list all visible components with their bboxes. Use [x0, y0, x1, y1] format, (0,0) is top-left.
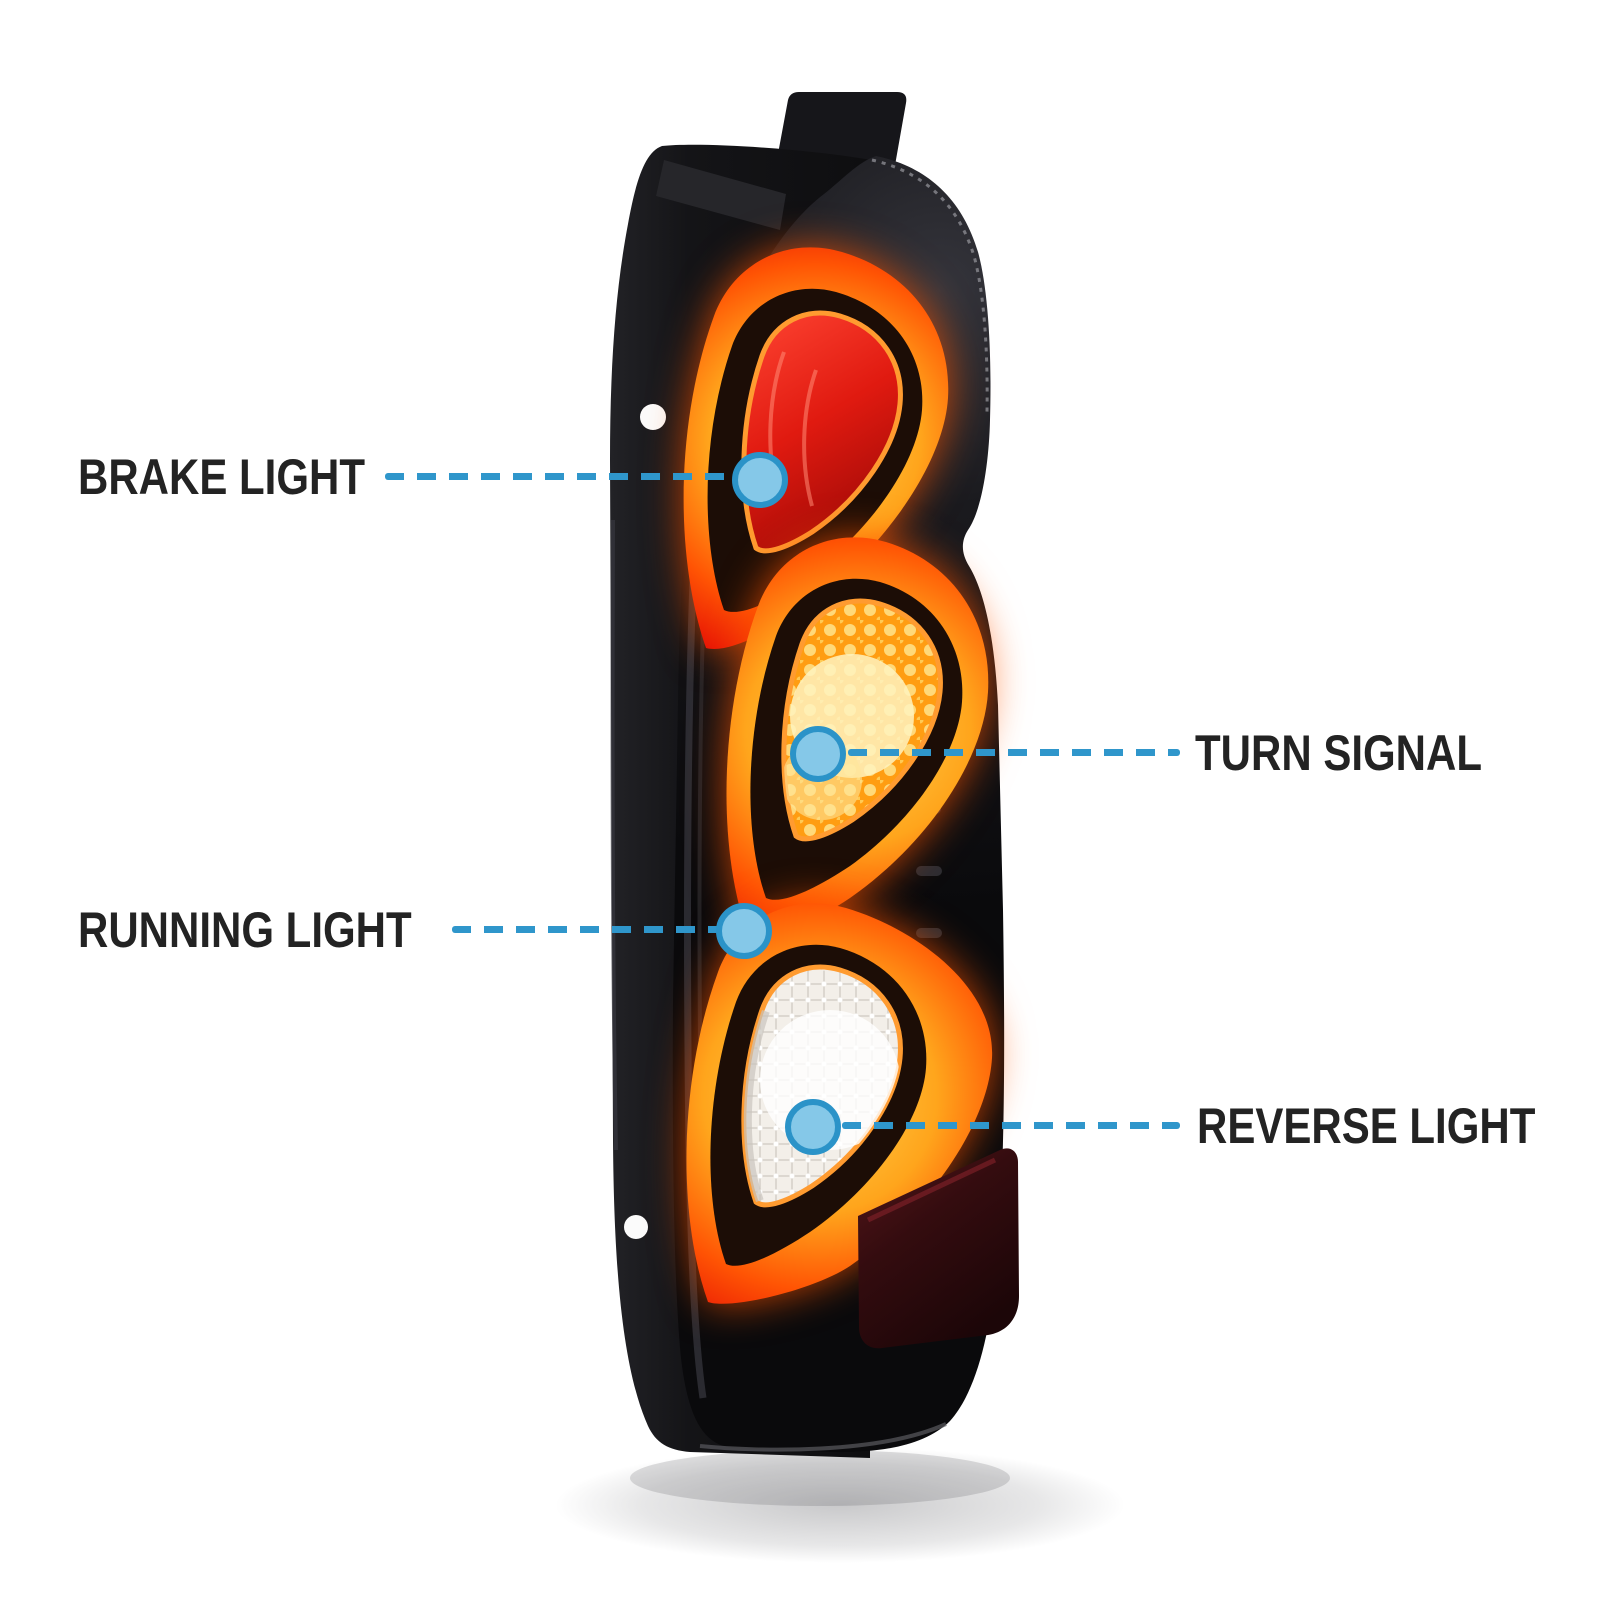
callout-turn-line	[848, 749, 1180, 756]
floor-reflection	[555, 1447, 1125, 1563]
callout-turn-dot	[790, 726, 846, 782]
callout-running-line	[452, 926, 726, 933]
floor-reflection-core	[630, 1450, 1010, 1506]
lens-bottom-rim	[699, 1422, 947, 1452]
reflector	[858, 1148, 1019, 1349]
screw-hole-top	[640, 404, 666, 430]
callout-reverse-label: REVERSE LIGHT	[1197, 1098, 1536, 1154]
callout-brake-line	[385, 473, 742, 480]
callout-reverse-dot	[785, 1099, 841, 1155]
bracket-shelf	[656, 160, 786, 230]
callout-reverse-line	[842, 1122, 1180, 1129]
callout-brake-label: BRAKE LIGHT	[78, 449, 365, 505]
reflector-highlight	[866, 1157, 997, 1223]
callout-running-dot	[716, 903, 772, 959]
callout-turn-label: TURN SIGNAL	[1195, 725, 1482, 781]
bracket-edge-highlight	[610, 519, 618, 1151]
brake-light-segment	[683, 247, 949, 649]
screw-hole-bottom	[624, 1215, 648, 1239]
callout-running-label: RUNNING LIGHT	[78, 902, 412, 958]
callout-brake-dot	[732, 452, 788, 508]
